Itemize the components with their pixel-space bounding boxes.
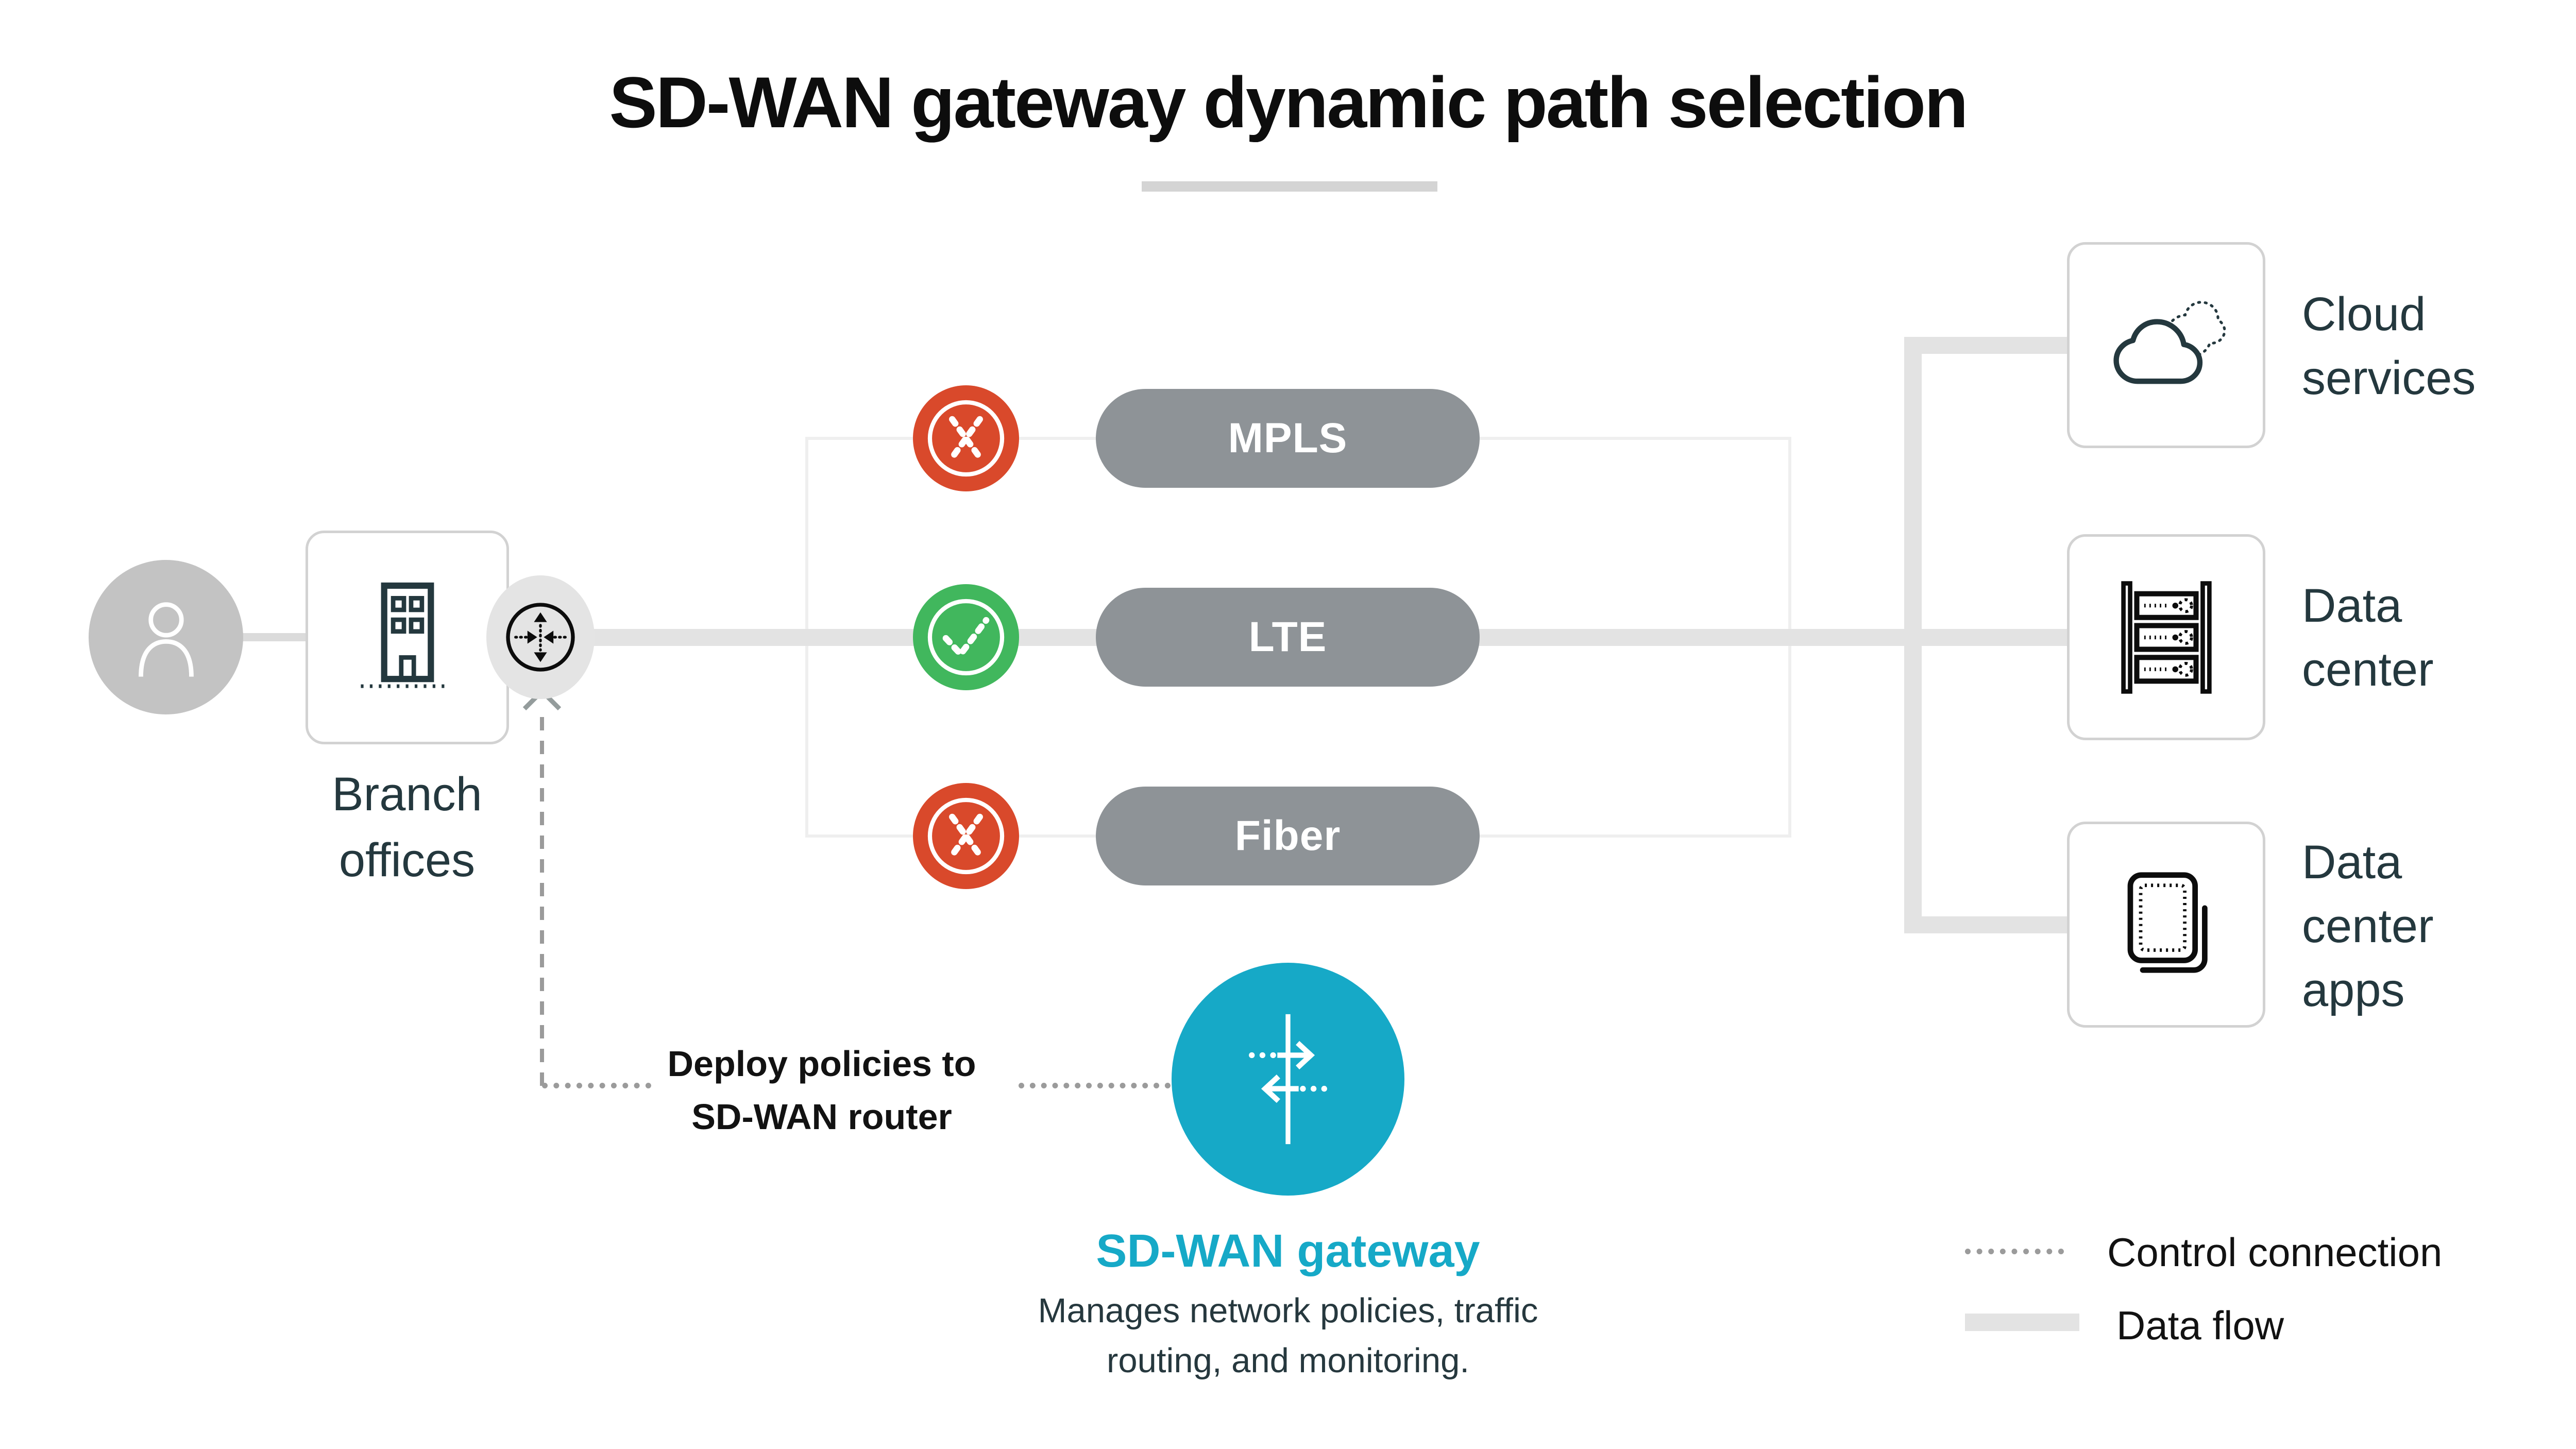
check-icon	[942, 617, 990, 659]
cross-icon	[949, 416, 983, 461]
branch-offices-label: Branch offices	[332, 768, 482, 887]
legend-data-flow-label: Data flow	[2116, 1303, 2284, 1348]
router-icon	[506, 603, 575, 672]
legend-control-connection-label: Control connection	[2107, 1230, 2443, 1275]
building-icon	[360, 582, 447, 688]
data-flow-stub-apps	[1904, 916, 2068, 933]
legend-data-flow-line	[1965, 1314, 2079, 1331]
arrow-left	[1261, 1075, 1327, 1103]
cloud-services-label: Cloud services	[2302, 288, 2476, 404]
status-selected-badge	[913, 584, 1019, 690]
control-connection-left	[542, 1083, 651, 1088]
data-center-apps-label: Data center apps	[2302, 836, 2434, 1016]
data-center-apps-box	[2067, 822, 2265, 1028]
path-pill-fiber: Fiber	[1096, 787, 1480, 885]
status-blocked-badge	[913, 783, 1019, 889]
legend-control-connection-line	[1965, 1249, 2064, 1254]
branch-office-box	[306, 531, 509, 744]
status-blocked-badge	[913, 385, 1019, 491]
data-center-label: Data center	[2302, 579, 2434, 696]
arrow-right	[1249, 1041, 1315, 1070]
apps-icon	[2127, 872, 2208, 973]
server-rack-icon	[2121, 581, 2212, 694]
path-label: MPLS	[1228, 415, 1348, 462]
data-flow-stub-cloud	[1904, 337, 2068, 354]
sdwan-gateway-label: SD-WAN gateway	[1096, 1225, 1480, 1277]
path-pill-mpls: MPLS	[1096, 389, 1480, 488]
control-connection-vertical	[540, 717, 544, 1086]
sdwan-gateway-node	[1172, 963, 1404, 1196]
data-flow-line-right-vertical	[1904, 337, 1922, 933]
path-label: LTE	[1248, 613, 1327, 660]
user-avatar	[89, 560, 243, 714]
connector-user-branch	[234, 633, 312, 641]
cloud-icon	[2113, 301, 2226, 384]
sdwan-gateway-description: Manages network policies, traffic routin…	[1038, 1291, 1538, 1380]
title-underline	[1142, 181, 1437, 192]
branch-router-badge	[486, 575, 595, 699]
deploy-policies-note: Deploy policies to SD-WAN router	[667, 1044, 976, 1137]
path-pill-lte: LTE	[1096, 588, 1480, 687]
path-label: Fiber	[1234, 812, 1341, 859]
cloud-services-box	[2067, 242, 2265, 448]
page-title: SD-WAN gateway dynamic path selection	[609, 62, 1968, 143]
traffic-routing-icon	[1249, 1014, 1327, 1145]
cross-icon	[949, 813, 983, 859]
control-connection-right	[1019, 1083, 1171, 1088]
data-center-box	[2067, 534, 2265, 740]
person-icon	[138, 602, 194, 677]
